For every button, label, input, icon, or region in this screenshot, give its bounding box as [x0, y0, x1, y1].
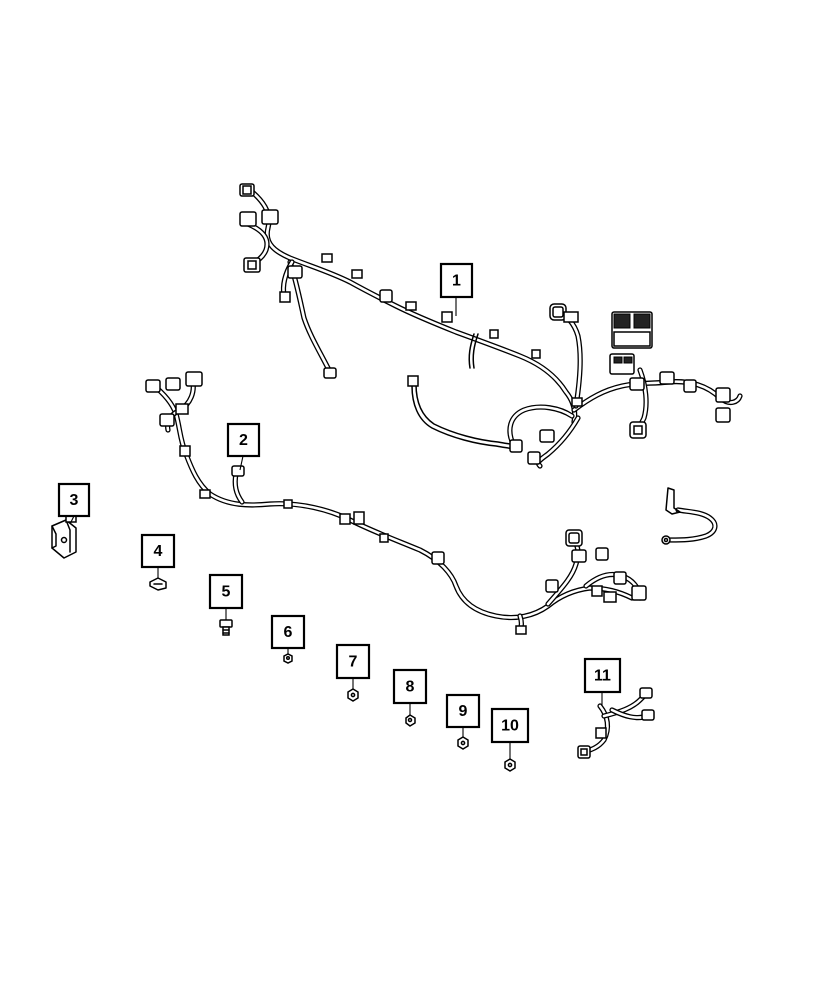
callout-8-label: 8	[406, 679, 415, 696]
ground-strap[interactable]	[661, 487, 718, 545]
callout-2[interactable]: 2	[226, 422, 261, 458]
callout-7-label: 7	[349, 654, 358, 671]
callout-1-label: 1	[452, 273, 461, 290]
callout-5[interactable]: 5	[208, 573, 244, 610]
wiring-harness-upper[interactable]	[239, 183, 743, 469]
wiring-harness-lower[interactable]	[145, 371, 647, 635]
callout-5-label: 5	[222, 584, 231, 601]
callout-4[interactable]: 4	[140, 533, 176, 569]
nut-part-9[interactable]	[457, 736, 469, 750]
callout-6-label: 6	[284, 624, 293, 641]
jumper-harness[interactable]	[577, 687, 655, 759]
callout-6[interactable]: 6	[270, 614, 306, 650]
callout-1[interactable]: 1	[439, 262, 474, 299]
callout-9[interactable]: 9	[445, 693, 481, 729]
callout-2-label: 2	[239, 432, 248, 449]
nut-part-8[interactable]	[405, 714, 416, 727]
callout-7[interactable]: 7	[335, 643, 371, 680]
nut-part-7[interactable]	[347, 688, 359, 702]
callout-11-label: 11	[594, 668, 611, 685]
nut-part-10[interactable]	[504, 758, 516, 772]
callout-3-label: 3	[70, 492, 79, 509]
bolt-part[interactable]	[219, 619, 233, 636]
callout-3[interactable]: 3	[57, 482, 91, 518]
nut-part-6[interactable]	[283, 653, 293, 664]
callout-10[interactable]: 10	[490, 707, 530, 744]
callout-9-label: 9	[459, 703, 468, 720]
callout-11[interactable]: 11	[583, 657, 622, 694]
leader-line-3	[69, 515, 75, 525]
callout-4-label: 4	[154, 543, 163, 560]
callout-10-label: 10	[501, 718, 519, 735]
clip-part[interactable]	[149, 577, 167, 591]
callout-8[interactable]: 8	[392, 668, 428, 705]
leader-line-2	[239, 455, 244, 471]
bracket-part[interactable]	[51, 515, 77, 559]
